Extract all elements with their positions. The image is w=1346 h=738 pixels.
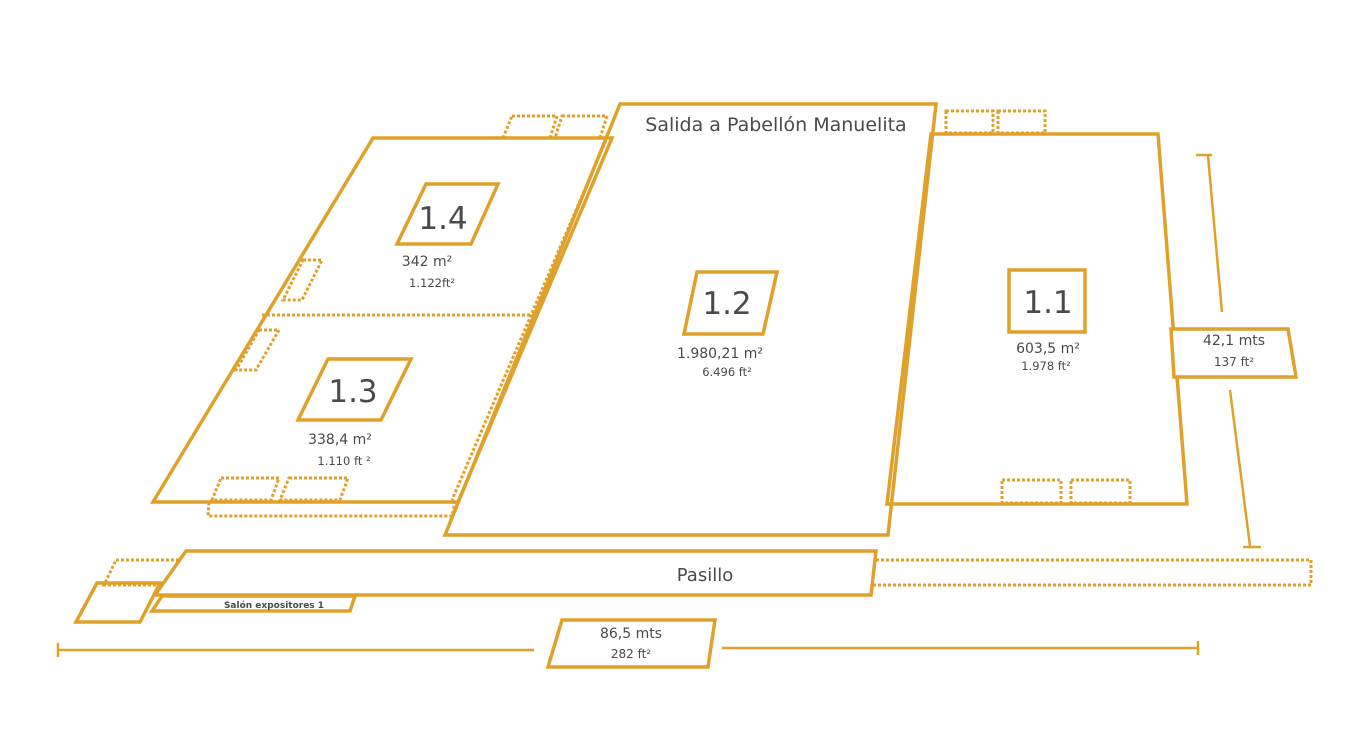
salon-module [73, 581, 163, 624]
room-1-1-outline [885, 132, 1189, 506]
salon-label: Salón expositores 1 [224, 600, 324, 611]
corridor: Pasillo Salón expositores 1 [73, 549, 1313, 624]
room-1-1-area-m2: 603,5 m² [1016, 341, 1080, 357]
door-marker [1069, 478, 1132, 505]
room-1-2-area-m2: 1.980,21 m² [677, 346, 763, 362]
room-1-2-id-box [681, 270, 780, 336]
room-1-4: 1.4 342 m² 1.122ft² [394, 182, 501, 290]
room-1-4-id: 1.4 [418, 201, 467, 237]
corridor-box [151, 549, 878, 597]
room-1-3-id: 1.3 [328, 374, 377, 410]
room-1-1-id-box [1007, 268, 1087, 334]
room-1-3-id-box [295, 357, 414, 422]
left-wing [149, 136, 615, 504]
room-1-2: Salida a Pabellón Manuelita 1.2 1.980,21… [442, 102, 938, 537]
door-marker [944, 109, 995, 135]
corridor-dashed-band [101, 558, 1313, 587]
room-1-1: 1.1 603,5 m² 1.978 ft² [885, 132, 1189, 506]
room-1-3-area-m2: 338,4 m² [308, 432, 372, 448]
door-marker [277, 476, 351, 502]
room-1-3: 1.3 338,4 m² 1.110 ft ² [295, 357, 414, 468]
room-1-3-area-ft2: 1.110 ft ² [317, 454, 370, 468]
depth-dimension: 42,1 mts 137 ft² [1169, 153, 1299, 549]
left-wing-outline [149, 136, 615, 504]
door-marker [233, 328, 282, 372]
room-1-2-area-ft2: 6.496 ft² [702, 365, 752, 379]
door-marker [280, 258, 325, 302]
salon-box [148, 594, 358, 613]
room-1-4-id-box [394, 182, 501, 246]
exit-label: Salida a Pabellón Manuelita [645, 114, 906, 136]
depth-mts: 42,1 mts [1203, 333, 1265, 349]
room-1-2-id: 1.2 [702, 286, 751, 322]
door-marker [996, 109, 1047, 135]
depth-dimension-line-top [1206, 155, 1224, 313]
left-wing-edge [450, 139, 608, 501]
depth-ft: 137 ft² [1214, 355, 1254, 369]
width-dimension: 86,5 mts 282 ft² [56, 618, 1200, 669]
room-1-4-area-m2: 342 m² [402, 254, 452, 270]
room-1-1-id: 1.1 [1023, 285, 1072, 321]
room-1-4-area-ft2: 1.122ft² [409, 276, 455, 290]
width-mts: 86,5 mts [600, 626, 662, 642]
pavilion-edge [206, 500, 457, 518]
door-marker [552, 114, 610, 140]
width-ft: 282 ft² [611, 647, 651, 661]
width-dimension-box [545, 618, 718, 669]
depth-dimension-box [1169, 327, 1299, 379]
room-1-1-area-ft2: 1.978 ft² [1021, 359, 1071, 373]
corridor-label: Pasillo [677, 565, 733, 586]
door-marker [209, 476, 282, 502]
door-marker [1000, 478, 1063, 505]
depth-dimension-line-bottom [1228, 389, 1252, 547]
door-marker [500, 114, 560, 140]
